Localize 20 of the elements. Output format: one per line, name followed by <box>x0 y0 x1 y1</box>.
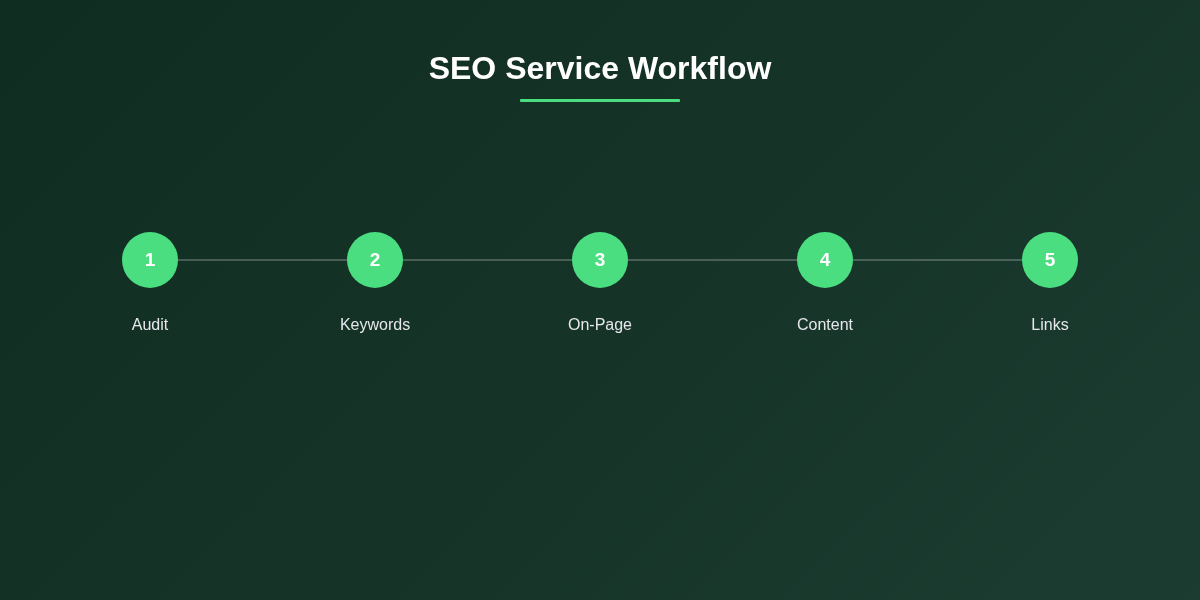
step-label: Links <box>1031 315 1069 334</box>
step-circle <box>572 232 628 288</box>
step-label: Audit <box>131 315 169 334</box>
step-number: 1 <box>144 249 156 271</box>
step-circle <box>1022 232 1078 288</box>
diagram-title: SEO Service Workflow <box>427 49 773 87</box>
step-circle <box>797 232 853 288</box>
connector-line <box>402 259 573 261</box>
step-circle <box>347 232 403 288</box>
connector-line <box>627 259 798 261</box>
step-label: Content <box>797 315 853 334</box>
step-circle <box>122 232 178 288</box>
step-number: 5 <box>1044 249 1056 271</box>
step-label: On-Page <box>568 315 632 334</box>
step-number: 3 <box>594 249 606 271</box>
step-label: Keywords <box>339 315 411 334</box>
step-number: 2 <box>369 249 381 271</box>
step-number: 4 <box>819 249 831 271</box>
connector-line <box>177 259 348 261</box>
connector-line <box>852 259 1023 261</box>
